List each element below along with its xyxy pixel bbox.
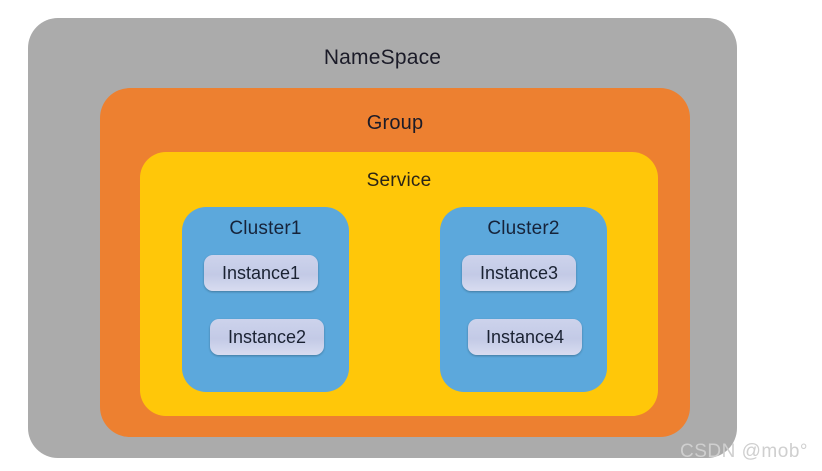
cluster-label-1: Cluster1 <box>229 218 302 239</box>
cluster-label-2: Cluster2 <box>487 218 560 239</box>
instance-pill-3: Instance3 <box>462 255 576 291</box>
service-label: Service <box>366 170 432 191</box>
group-label: Group <box>366 112 424 134</box>
instance-pill-1: Instance1 <box>204 255 318 291</box>
cluster-container-2: Cluster2 Instance3 Instance4 <box>440 207 607 392</box>
cluster-container-1: Cluster1 Instance1 Instance2 <box>182 207 349 392</box>
service-container: Service Cluster1 Instance1 Instance2 Clu… <box>140 152 658 416</box>
group-container: Group Service Cluster1 Instance1 Instanc… <box>100 88 690 437</box>
instance-pill-4: Instance4 <box>468 319 582 355</box>
namespace-label: NameSpace <box>323 46 442 69</box>
namespace-container: NameSpace Group Service Cluster1 Instanc… <box>28 18 737 458</box>
instance-pill-2: Instance2 <box>210 319 324 355</box>
watermark: CSDN @mob° <box>680 441 808 462</box>
